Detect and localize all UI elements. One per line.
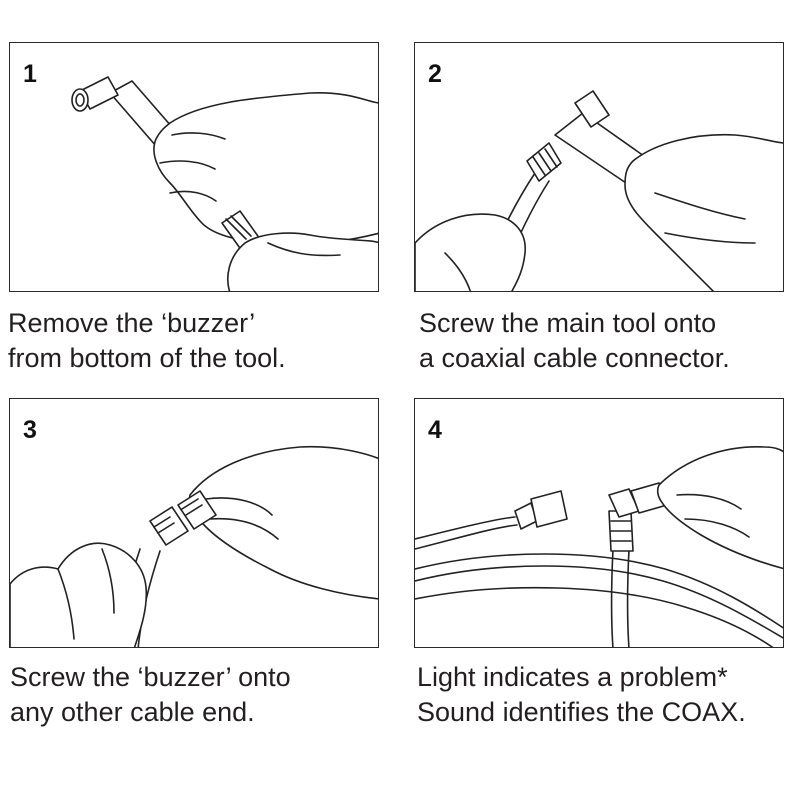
step-3-number: 3 bbox=[23, 416, 37, 444]
step-3-caption-line-2: any other cable end. bbox=[10, 697, 255, 727]
step-2-illustration bbox=[415, 90, 783, 291]
step-1-caption-line-1: Remove the ‘buzzer’ bbox=[8, 308, 256, 338]
step-2-panel: 2 bbox=[414, 42, 784, 292]
step-3-caption: Screw the ‘buzzer’ onto any other cable … bbox=[10, 660, 400, 730]
step-2-caption: Screw the main tool onto a coaxial cable… bbox=[419, 306, 800, 376]
step-4-number: 4 bbox=[428, 416, 442, 444]
step-4-panel: 4 bbox=[414, 398, 784, 648]
step-2-caption-line-2: a coaxial cable connector. bbox=[419, 343, 730, 373]
step-1-panel: 1 bbox=[9, 42, 379, 292]
step-1-illustration bbox=[71, 76, 378, 291]
step-3-panel: 3 bbox=[9, 398, 379, 648]
step-3-caption-line-1: Screw the ‘buzzer’ onto bbox=[10, 662, 291, 692]
step-2-caption-line-1: Screw the main tool onto bbox=[419, 308, 717, 338]
step-4-illustration bbox=[415, 446, 783, 647]
step-4-caption-line-1: Light indicates a problem* bbox=[417, 662, 728, 692]
step-1-caption-line-2: from bottom of the tool. bbox=[8, 343, 286, 373]
step-1-number: 1 bbox=[23, 60, 37, 88]
step-4-caption: Light indicates a problem* Sound identif… bbox=[417, 660, 800, 730]
step-3-illustration bbox=[10, 445, 378, 647]
step-1-caption: Remove the ‘buzzer’ from bottom of the t… bbox=[8, 306, 398, 376]
step-2-number: 2 bbox=[428, 60, 442, 88]
step-4-caption-line-2: Sound identifies the COAX. bbox=[417, 697, 746, 727]
